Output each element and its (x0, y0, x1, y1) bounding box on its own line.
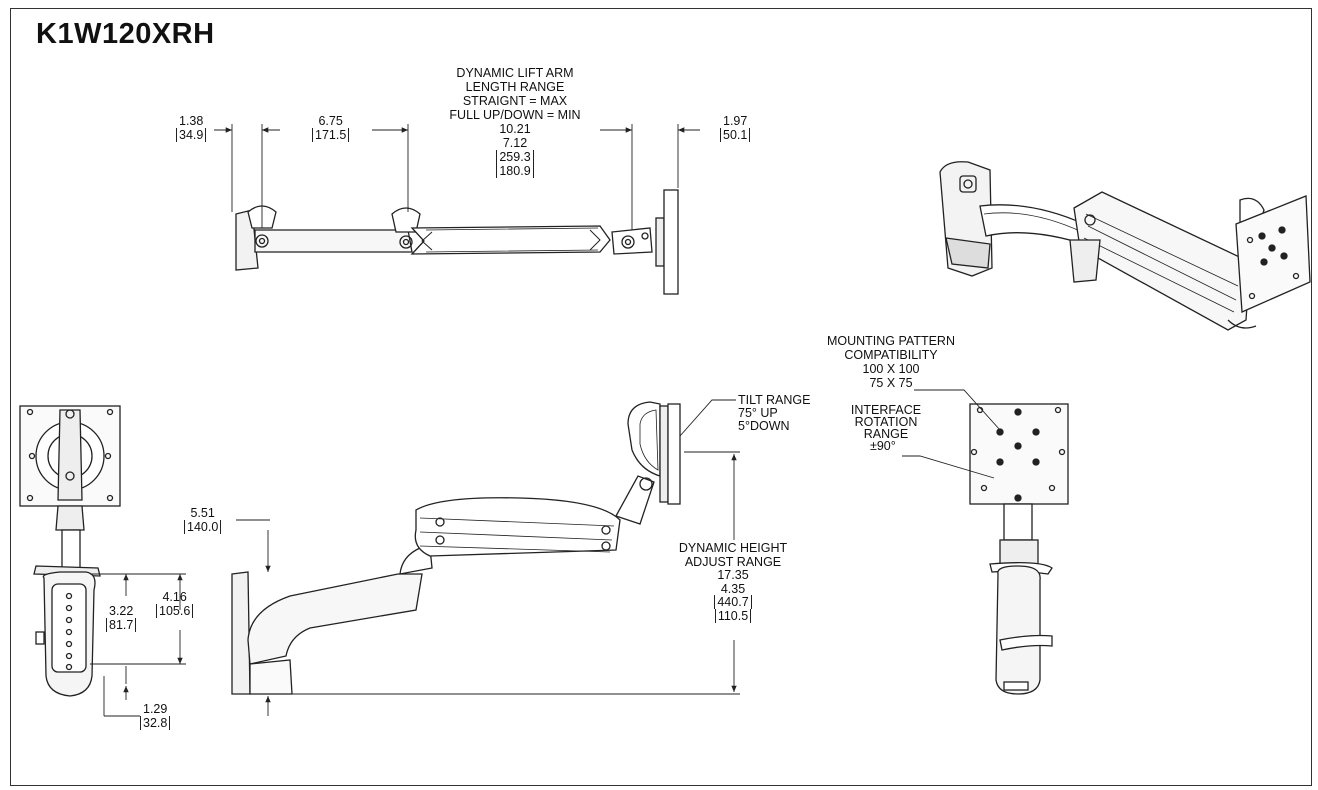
front-dim-b-in: 3.22 (109, 604, 134, 618)
front-view (19, 405, 121, 697)
side-dim-drop-in: 5.51 (190, 506, 215, 520)
drawing-frame (10, 8, 1312, 786)
height-adjust-label: DYNAMIC HEIGHT ADJUST RANGE 17.35 4.35 4… (660, 541, 806, 623)
mounting-pattern-label: MOUNTING PATTERN COMPATIBILITY 100 X 100… (806, 334, 976, 390)
side-view-dimensions (236, 399, 740, 716)
rotation-line: RANGE (863, 427, 909, 441)
height-line: ADJUST RANGE (684, 554, 782, 569)
lift-arm-line: LENGTH RANGE (465, 80, 565, 94)
lift-arm-mm: 180.9 (496, 164, 534, 178)
mounting-plate-view (969, 403, 1069, 695)
lift-arm-line: FULL UP/DOWN = MIN (449, 108, 581, 122)
side-view-arm (231, 401, 681, 695)
isometric-view (939, 161, 1311, 331)
front-view-dimensions (90, 573, 186, 717)
mounting-leaders (902, 389, 1001, 479)
top-dim-b: 6.75 171.5 (312, 114, 350, 142)
height-line: DYNAMIC HEIGHT (678, 541, 788, 555)
lift-arm-mm: 259.3 (496, 150, 534, 164)
mounting-line: 75 X 75 (869, 376, 913, 390)
rotation-range-label: INTERFACE ROTATION RANGE ±90° (836, 403, 936, 453)
height-line: 4.35 (720, 581, 746, 596)
drawing-title: K1W120XRH (36, 18, 215, 50)
front-dim-a: 4.16 105.6 (156, 590, 194, 618)
front-dim-c: 1.29 32.8 (140, 702, 171, 730)
side-dim-drop-mm: 140.0 (184, 520, 222, 534)
top-dim-c: 1.97 50.1 (720, 114, 751, 142)
front-dim-a-in: 4.16 (162, 590, 187, 604)
rotation-value: ±90° (870, 439, 896, 453)
top-view-dimensions (214, 124, 700, 230)
top-dim-c-in: 1.97 (723, 114, 748, 128)
mounting-line: 100 X 100 (862, 362, 920, 376)
front-dim-b: 3.22 81.7 (106, 604, 137, 632)
height-mm: 110.5 (714, 608, 752, 623)
front-dim-c-in: 1.29 (143, 702, 168, 716)
height-mm: 440.7 (714, 595, 752, 609)
lift-arm-line: DYNAMIC LIFT ARM (456, 66, 574, 80)
mounting-line: MOUNTING PATTERN (826, 334, 955, 348)
lift-arm-line: STRAIGNT = MAX (462, 94, 568, 108)
top-dim-c-mm: 50.1 (720, 128, 751, 142)
top-dim-b-in: 6.75 (318, 114, 343, 128)
tilt-line: 5°DOWN (738, 419, 790, 433)
mounting-line: COMPATIBILITY (844, 348, 938, 362)
lift-arm-line: 10.21 (499, 122, 531, 136)
front-dim-c-mm: 32.8 (140, 716, 171, 730)
lift-arm-line: 7.12 (502, 136, 528, 150)
rotation-line: INTERFACE (850, 403, 922, 417)
rotation-line: ROTATION (854, 415, 918, 429)
lift-arm-range: DYNAMIC LIFT ARM LENGTH RANGE STRAIGNT =… (440, 66, 590, 178)
height-line: 17.35 (717, 568, 749, 582)
top-dim-b-mm: 171.5 (312, 128, 350, 142)
top-view-arm (235, 189, 679, 295)
top-dim-a: 1.38 34.9 (176, 114, 207, 142)
tilt-line: 75° UP (738, 406, 778, 420)
tilt-range-label: TILT RANGE 75° UP 5°DOWN (738, 394, 810, 433)
front-dim-b-mm: 81.7 (106, 618, 137, 632)
front-dim-a-mm: 105.6 (156, 604, 194, 618)
top-dim-a-mm: 34.9 (176, 128, 207, 142)
tilt-line: TILT RANGE (738, 393, 811, 407)
top-dim-a-in: 1.38 (179, 114, 204, 128)
side-dim-drop: 5.51 140.0 (184, 506, 222, 534)
